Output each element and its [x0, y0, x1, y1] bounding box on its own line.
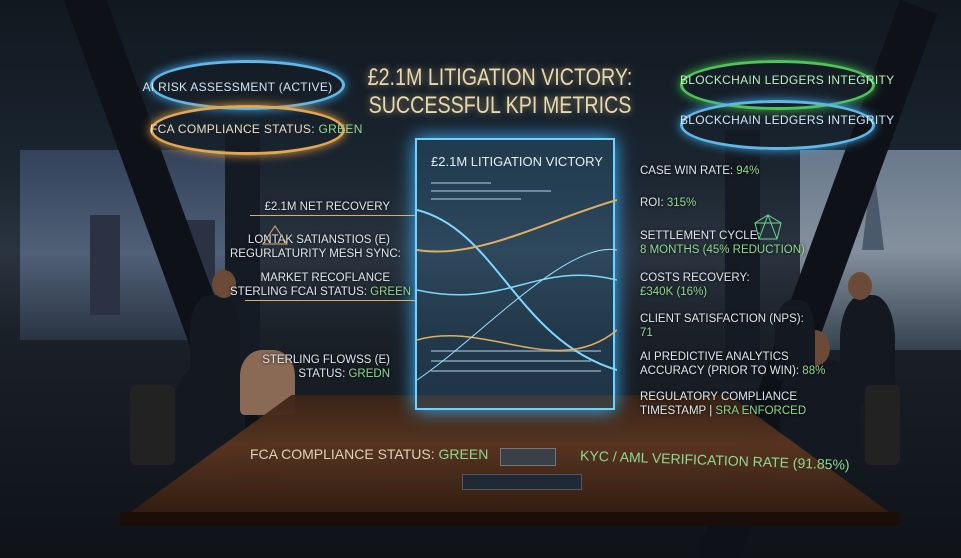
ring-label-blockchain: BLOCKCHAIN LEDGERS INTEGRITY: [680, 73, 895, 87]
label-value: GREDN: [348, 368, 390, 380]
kpi-label: COSTS RECOVERY:: [640, 272, 750, 284]
label-line: LONTAK SATIANSTIOS (E): [247, 234, 390, 246]
person-head: [212, 270, 236, 298]
label-line: REGURLATURITY MESH SYNC:: [230, 248, 401, 260]
table-text: FCA COMPLIANCE STATUS:: [250, 446, 439, 462]
kpi-value: SRA ENFORCED: [715, 405, 807, 417]
label-line: MARKET RECOFLANCE: [260, 272, 390, 284]
label-value: GREEN: [370, 286, 412, 298]
column: [725, 130, 760, 380]
kpi-value: 71: [640, 327, 653, 339]
kpi-value: £340K (16%): [640, 286, 708, 298]
kpi-label: REGULATORY COMPLIANCE: [640, 391, 797, 403]
document-line: [431, 370, 601, 372]
polygon-network-icon: [754, 214, 782, 240]
ring-label-value: GREEN: [318, 122, 363, 136]
kpi-label: TIMESTAMP |: [640, 405, 716, 417]
label-text: STATUS:: [298, 368, 349, 380]
kpi-regulatory-compliance: REGULATORY COMPLIANCE TIMESTAMP | SRA ENF…: [640, 390, 806, 418]
kpi-label: CASE WIN RATE:: [640, 165, 737, 177]
label-sterling-flows: STERLING FLOWSS (E) STATUS: GREDN: [230, 353, 390, 381]
kpi-settlement-cycle: SETTLEMENT CYCLE: 8 MONTHS (45% REDUCTION…: [640, 229, 805, 257]
kpi-client-satisfaction: CLIENT SATISFACTION (NPS): 71: [640, 312, 804, 340]
bridge-tower: [90, 215, 120, 315]
table-edge: [120, 512, 900, 526]
table-device: [500, 448, 556, 466]
ring-label-blockchain-2: BLOCKCHAIN LEDGERS INTEGRITY: [680, 113, 895, 127]
document-line: [431, 198, 521, 200]
headline-line-1: £2.1M LITIGATION VICTORY:: [367, 64, 633, 91]
kpi-label: ACCURACY (PRIOR TO WIN):: [640, 365, 803, 377]
label-net-recovery: £2.1M NET RECOVERY: [264, 201, 390, 213]
hologram-ring: [680, 100, 875, 150]
connector-line: [245, 300, 415, 301]
headline: £2.1M LITIGATION VICTORY: SUCCESSFUL KPI…: [336, 64, 664, 120]
document-line: [431, 350, 601, 352]
kpi-label: CLIENT SATISFACTION (NPS):: [640, 313, 804, 325]
kpi-ai-accuracy: AI PREDICTIVE ANALYTICS ACCURACY (PRIOR T…: [640, 350, 825, 378]
hologram-ring: [150, 105, 345, 155]
document-line: [431, 190, 551, 192]
ring-label-ai-risk: AI RISK ASSESSMENT (ACTIVE): [142, 80, 333, 94]
label-text: STERLING FCAI STATUS:: [230, 286, 371, 298]
ring-label-fca: FCA COMPLIANCE STATUS: GREEN: [150, 122, 362, 136]
chair: [130, 385, 175, 465]
person: [775, 300, 815, 380]
kpi-roi: ROI: 315%: [640, 196, 696, 210]
chair: [865, 385, 900, 465]
hologram-document-panel: £2.1M LITIGATION VICTORY: [415, 138, 617, 410]
kpi-value: 88%: [802, 365, 826, 377]
kpi-value: 8 MONTHS (45% REDUCTION): [640, 244, 805, 256]
kpi-value: 315%: [666, 197, 697, 209]
kpi-value: 94%: [736, 165, 760, 177]
panel-title: £2.1M LITIGATION VICTORY: [431, 154, 603, 169]
label-line: STERLING FLOWSS (E): [262, 354, 390, 366]
connector-line: [250, 215, 415, 216]
person-head: [848, 272, 872, 300]
ring-label-text: FCA COMPLIANCE STATUS:: [150, 122, 319, 136]
table-screen: [462, 474, 582, 490]
kpi-costs-recovery: COSTS RECOVERY: £340K (16%): [640, 271, 750, 299]
headline-line-2: SUCCESSFUL KPI METRICS: [368, 92, 632, 119]
kpi-case-win-rate: CASE WIN RATE: 94%: [640, 164, 759, 178]
kpi-label: SETTLEMENT CYCLE:: [640, 230, 761, 242]
document-line: [431, 182, 491, 184]
document-line: [431, 360, 591, 362]
person: [190, 295, 240, 385]
table-fca-status: FCA COMPLIANCE STATUS: GREEN: [250, 446, 488, 462]
table-value: GREEN: [438, 446, 489, 462]
data-flow-lines: [417, 199, 617, 381]
label-mesh-sync: LONTAK SATIANSTIOS (E) REGURLATURITY MES…: [230, 233, 401, 261]
kpi-label: ROI:: [640, 197, 667, 209]
label-market-status: MARKET RECOFLANCE STERLING FCAI STATUS: …: [230, 271, 411, 299]
kpi-label: AI PREDICTIVE ANALYTICS: [640, 351, 789, 363]
triangle-icon: [262, 225, 288, 245]
